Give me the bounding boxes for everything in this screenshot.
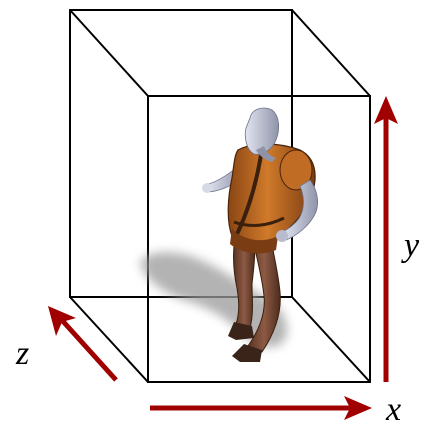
box-edge-top-right: [291, 9, 371, 97]
axes: [48, 96, 398, 420]
figure-hand-back: [202, 183, 212, 193]
box-front-face: [147, 95, 371, 383]
figure-tunic-skirt: [230, 228, 278, 254]
figure-head: [244, 107, 280, 155]
box-edge-bottom-left: [69, 296, 149, 383]
figure-boot-front: [232, 344, 262, 362]
x-axis-label: x: [385, 391, 401, 427]
figure-boot-back: [228, 322, 254, 340]
character-figure: [140, 107, 318, 362]
box-edge-bottom-right: [291, 296, 371, 383]
bounding-box: [69, 9, 371, 383]
z-axis-arrow: [58, 316, 118, 382]
figure-hand-front: [276, 230, 288, 242]
box-edge-top-left: [69, 9, 149, 97]
z-axis-label: z: [15, 335, 29, 372]
figure-neck: [256, 146, 276, 162]
figure-shoulder: [279, 149, 313, 191]
figure-leg-front: [247, 229, 281, 353]
figure-belt: [233, 216, 285, 227]
y-axis-label: y: [401, 227, 420, 264]
y-axis-arrowhead: [374, 96, 398, 124]
z-axis-arrowhead: [48, 306, 76, 336]
x-axis-arrowhead: [344, 396, 372, 420]
